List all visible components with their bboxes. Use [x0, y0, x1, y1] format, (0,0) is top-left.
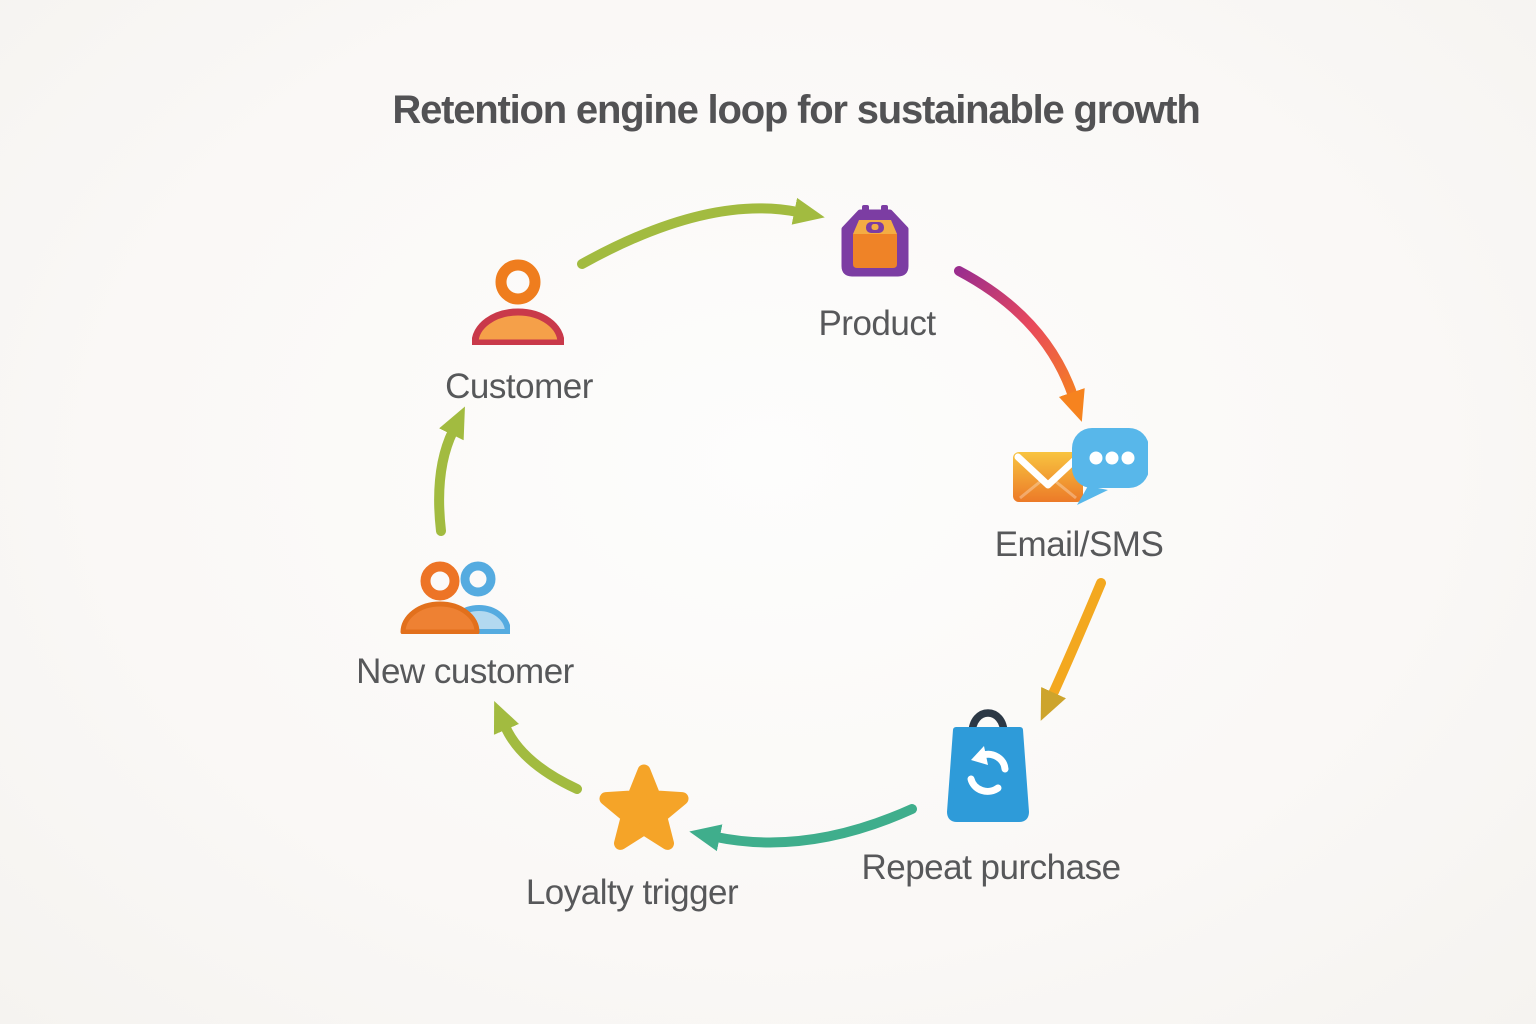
star-icon: [599, 764, 689, 850]
repeat-purchase-label: Repeat purchase: [861, 848, 1121, 887]
customer-node: [471, 259, 565, 347]
email-sms-node: [1008, 424, 1149, 512]
new-customer-label: New customer: [356, 652, 574, 691]
chat-bubble-icon: [1072, 428, 1149, 505]
email-sms-label: Email/SMS: [994, 525, 1164, 564]
product-node: [835, 203, 915, 283]
product-label: Product: [818, 304, 936, 343]
arrow-customer-to-product: [577, 197, 825, 269]
arrow-email-sms-to-repeat-purchase: [1040, 578, 1106, 721]
package-box-icon: [841, 205, 909, 277]
arrow-repeat-purchase-to-loyalty-trigger: [689, 804, 917, 852]
arrow-new-customer-to-customer: [434, 406, 465, 536]
page-title: Retention engine loop for sustainable gr…: [392, 88, 1200, 132]
refresh-icon: [967, 746, 1009, 795]
arrow-loyalty-trigger-to-new-customer: [493, 700, 582, 794]
loyalty-trigger-node: [594, 758, 694, 858]
new-customer-node: [400, 560, 511, 635]
customer-label: Customer: [445, 367, 593, 406]
loyalty-trigger-label: Loyalty trigger: [525, 873, 739, 912]
envelope-icon: [1013, 452, 1083, 502]
person-icon: [471, 259, 565, 347]
repeat-purchase-node: [943, 702, 1033, 822]
arrow-product-to-email-sms: [954, 266, 1085, 422]
two-people-icon: [400, 561, 511, 635]
shopping-bag-refresh-icon: [947, 709, 1029, 822]
envelope-and-chat-bubble-icon: [1013, 428, 1149, 505]
